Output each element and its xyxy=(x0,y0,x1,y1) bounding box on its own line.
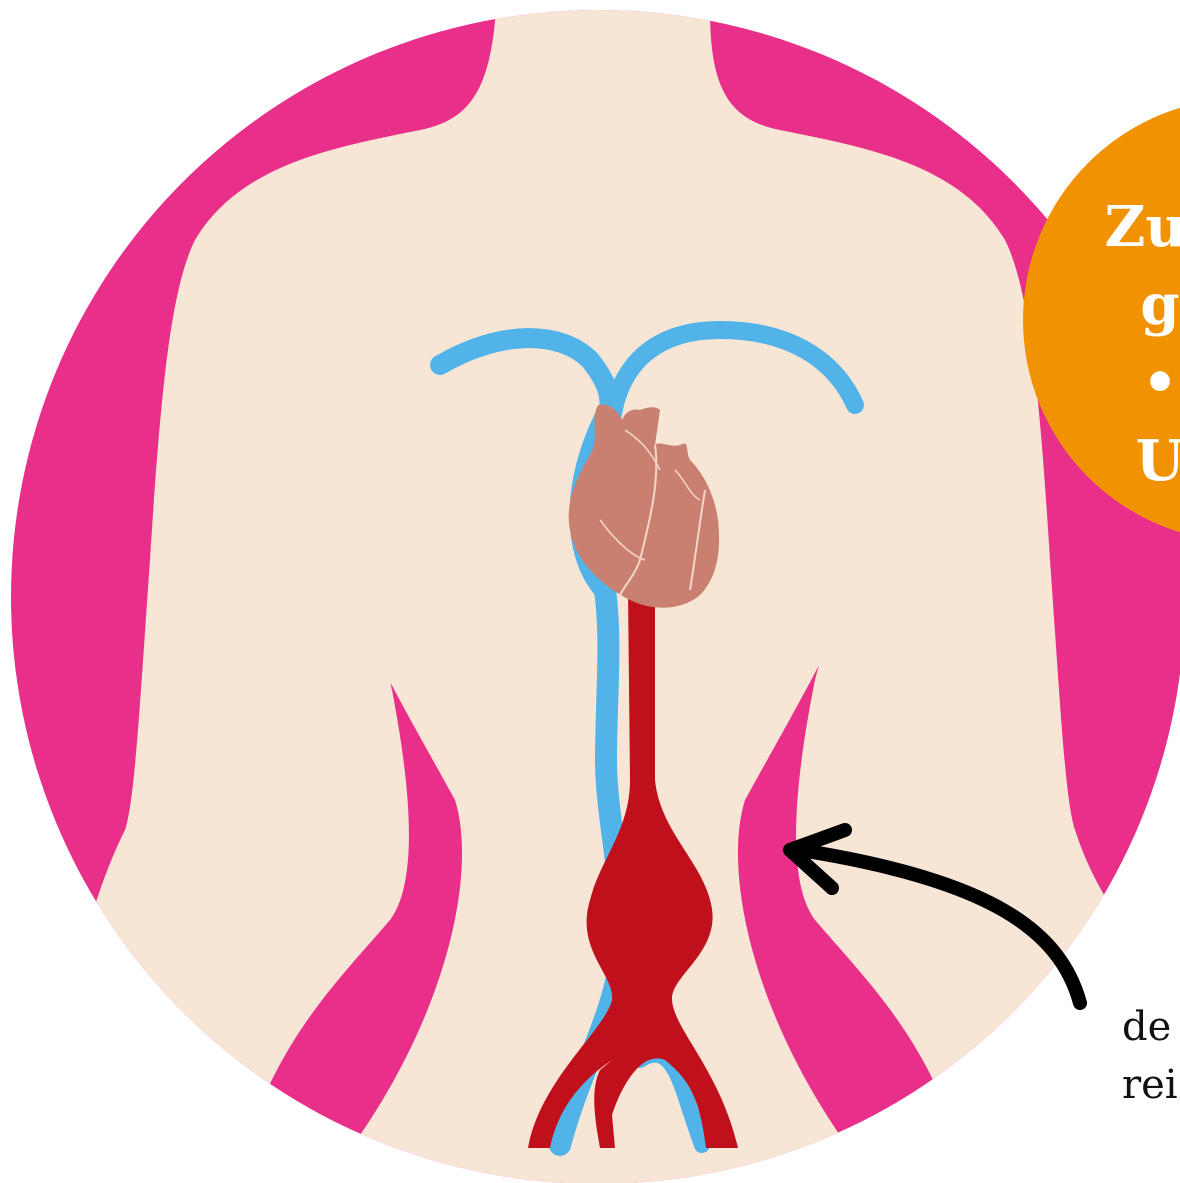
badge-text: Zur g • U xyxy=(1040,188,1180,500)
caption-text: de rei xyxy=(1122,998,1178,1114)
